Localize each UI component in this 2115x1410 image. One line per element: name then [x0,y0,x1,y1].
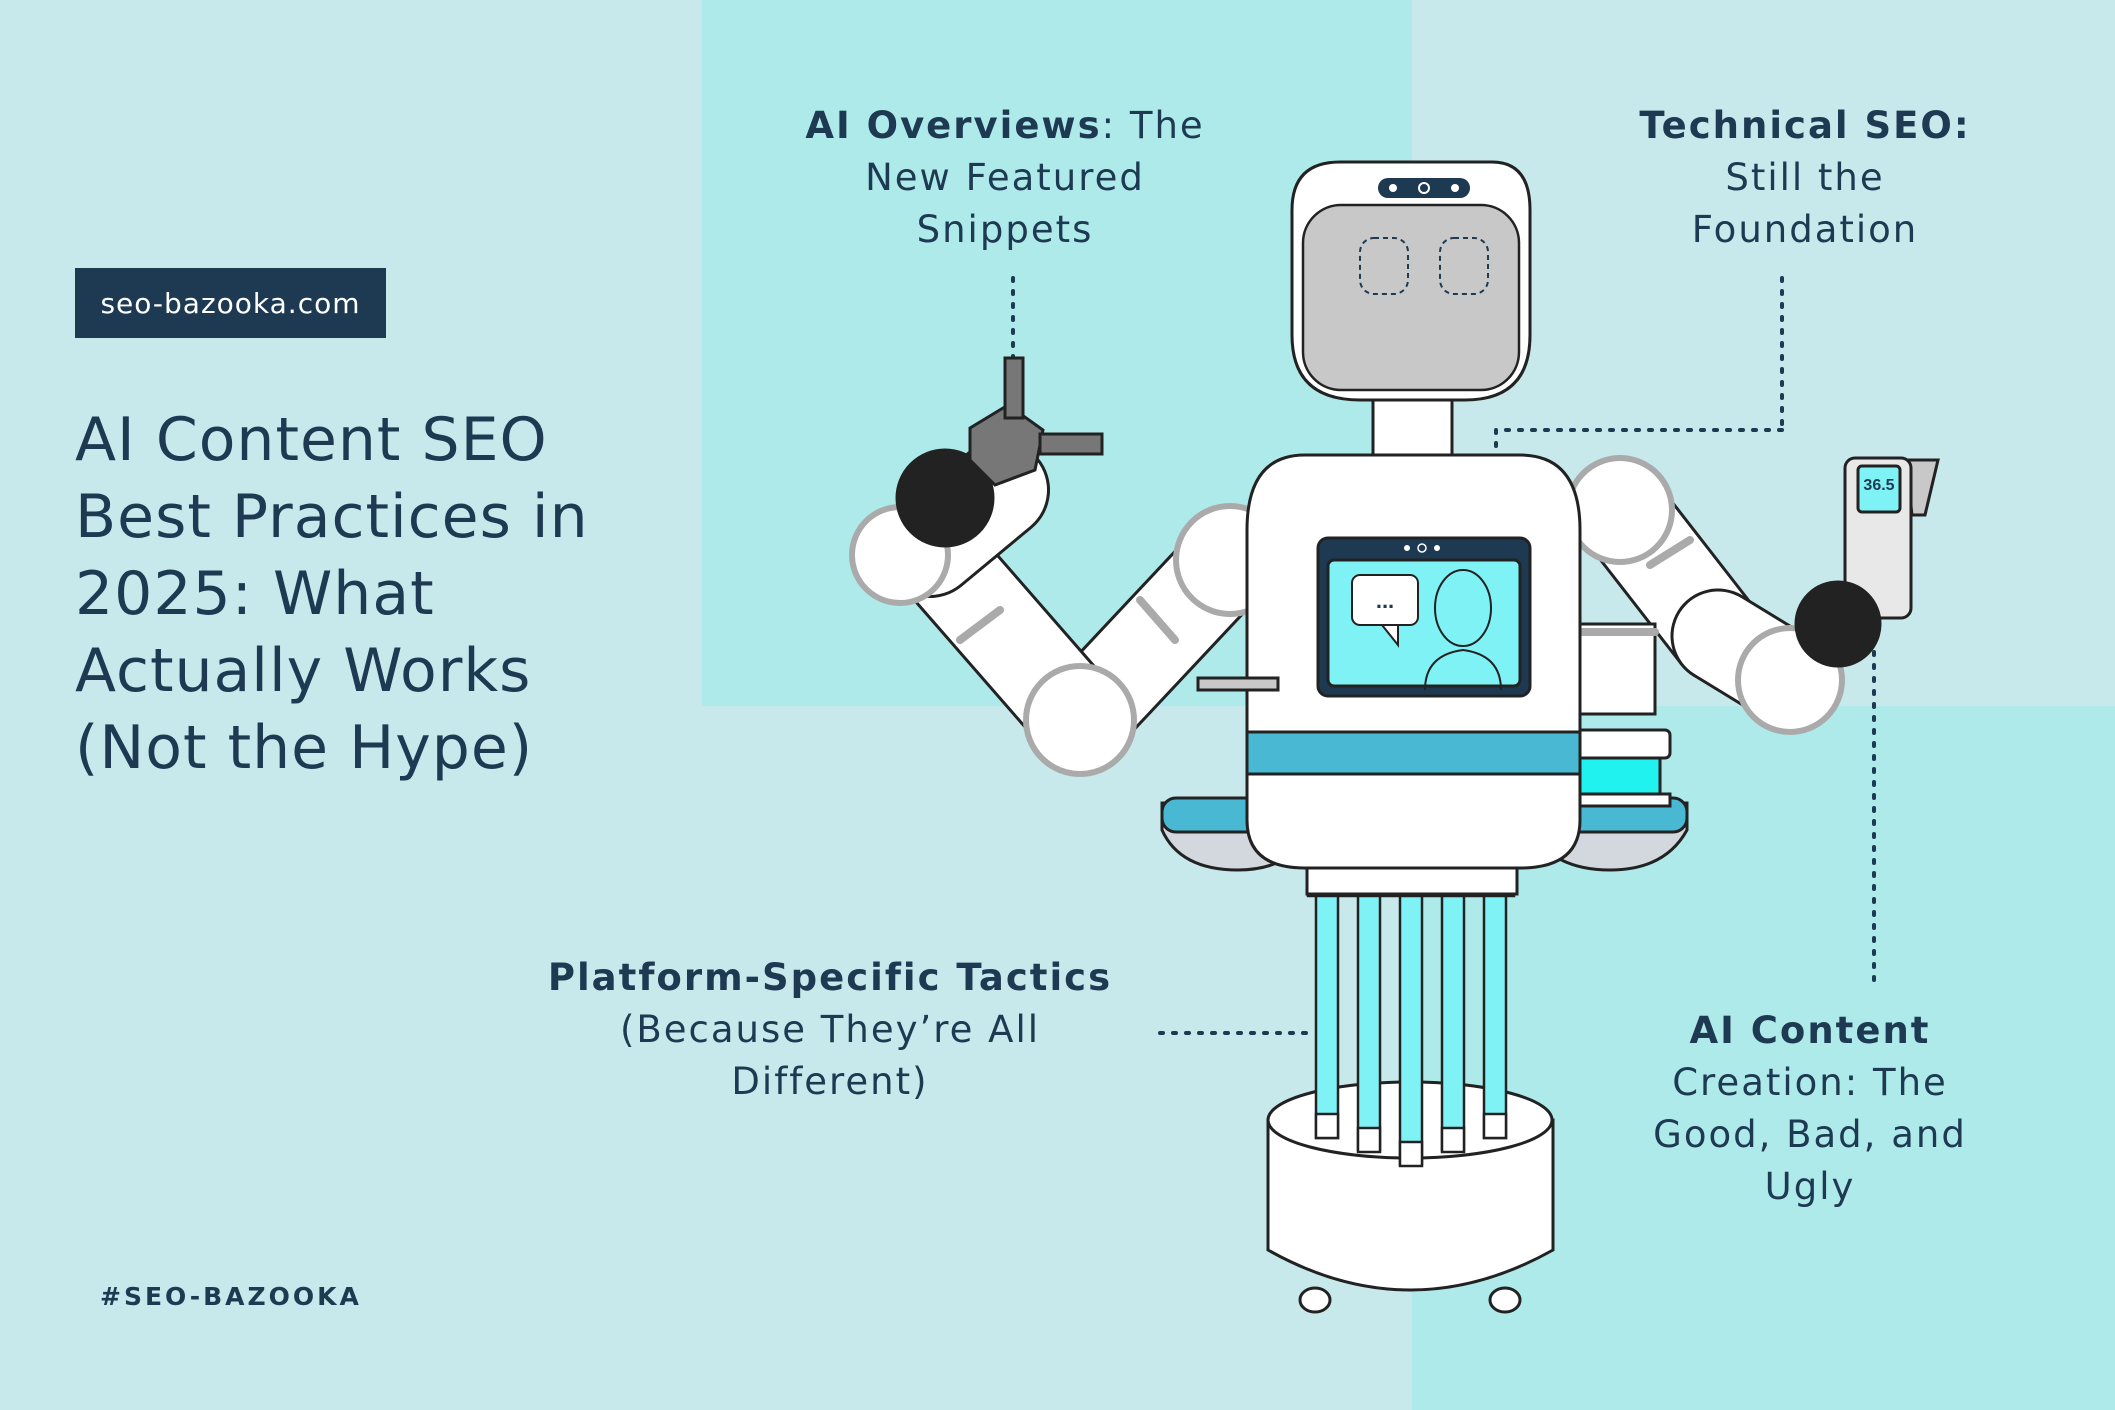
hashtag: #SEO-BAZOOKA [100,1282,362,1311]
thermometer-device: 36.5 [1794,456,1940,668]
callout-heading-rest: : The [1101,104,1205,147]
callout-line: Snippets [916,208,1094,251]
chest-screen: ... [1316,536,1532,698]
callout-heading-bold: Technical SEO: [1639,104,1971,147]
callout-line: Creation: The [1672,1061,1948,1104]
robot-left-arm [849,356,1287,777]
robot-right-arm [1565,455,1845,735]
robot-light-tubes [1306,860,1516,1168]
chat-bubble-text: ... [1376,588,1394,613]
callout-line: Still the [1725,156,1885,199]
callout-heading-bold: AI Overviews [805,104,1102,147]
thermometer-reading: 36.5 [1863,477,1894,494]
page-title: AI Content SEO Best Practices in 2025: W… [75,402,695,787]
callout-ai-overviews: AI Overviews: The New Featured Snippets [780,100,1230,256]
callout-line: Good, Bad, and [1653,1113,1967,1156]
title-line: (Not the Hype) [75,713,534,783]
callout-line: New Featured [865,156,1145,199]
site-url-badge: seo-bazooka.com [75,268,386,338]
left-eye-icon [1359,237,1409,295]
callout-heading-bold: AI Content [1689,1009,1931,1052]
title-line: Actually Works [75,636,532,706]
callout-line: Different) [731,1060,929,1103]
title-line: AI Content SEO [75,405,548,475]
callout-heading-bold: Platform-Specific Tactics [547,956,1113,999]
callout-heading-line: AI Overviews: The [780,100,1230,152]
dotted-leader-lines [1011,276,1876,1035]
callout-platform-specific-tactics: Platform-Specific Tactics (Because They’… [520,952,1140,1108]
right-eye-icon [1439,237,1489,295]
title-line: 2025: What [75,559,435,629]
callout-line: (Because They’re All [619,1008,1041,1051]
robot-head [1290,160,1532,402]
callout-line: Foundation [1691,208,1919,251]
callout-technical-seo: Technical SEO: Still the Foundation [1590,100,2020,256]
callout-line: Ugly [1764,1165,1856,1208]
title-line: Best Practices in [75,482,589,552]
callout-ai-content-creation: AI Content Creation: The Good, Bad, and … [1610,1005,2010,1213]
